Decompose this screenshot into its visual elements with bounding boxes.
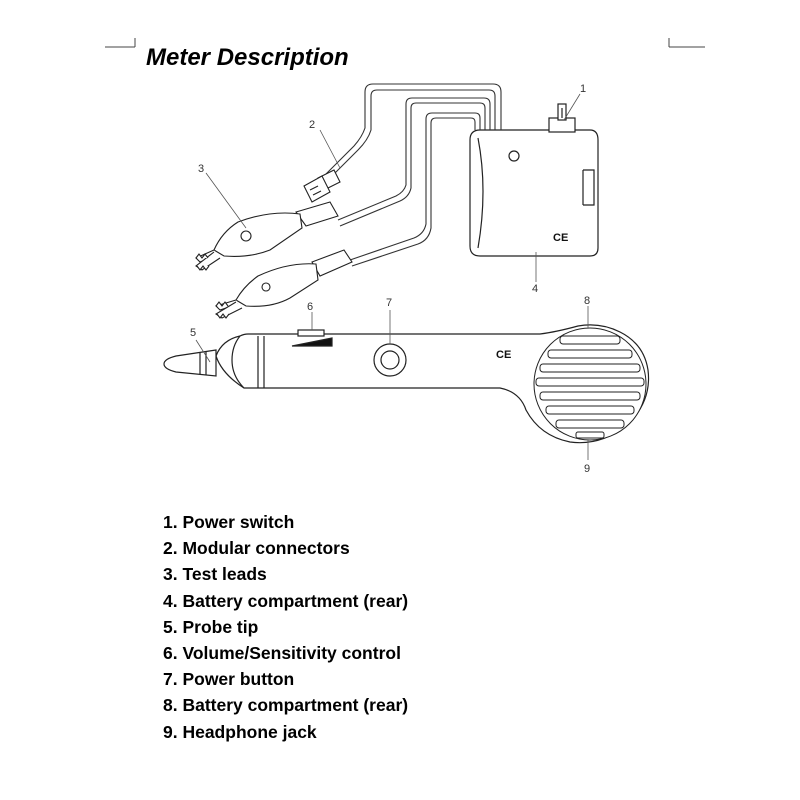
legend-item-battery-compartment-generator: 4. Battery compartment (rear) (163, 590, 409, 611)
callout-1: 1 (580, 83, 586, 95)
callout-leaders (195, 93, 589, 460)
callout-2: 2 (309, 119, 315, 131)
callout-5: 5 (190, 327, 196, 339)
legend-item-probe-tip: 5. Probe tip (163, 616, 259, 637)
callout-6: 6 (307, 301, 313, 313)
callout-8: 8 (584, 295, 590, 307)
alligator-clip-upper (195, 201, 339, 271)
probe-tip-icon (163, 349, 217, 377)
callout-4: 4 (532, 283, 538, 295)
tone-generator (469, 129, 599, 257)
volume-wedge-icon (291, 337, 333, 347)
speaker-grille (533, 327, 647, 441)
legend-item-power-switch: 1. Power switch (163, 512, 295, 532)
page-title: Meter Description (146, 44, 349, 71)
legend-item-modular-connectors: 2. Modular connectors (163, 538, 350, 559)
legend-item-power-button: 7. Power button (163, 669, 295, 690)
ce-mark-probe: CE (496, 349, 511, 361)
legend-item-test-leads: 3. Test leads (163, 564, 267, 585)
callout-3: 3 (198, 163, 204, 175)
legend-list: 1. Power switch 2. Modular connectors 3.… (163, 509, 408, 745)
volume-wheel-icon (297, 329, 325, 337)
power-switch-icon (548, 103, 576, 133)
legend-item-battery-compartment-probe: 8. Battery compartment (rear) (163, 695, 409, 716)
cables (325, 83, 502, 267)
crop-marks (105, 38, 705, 48)
callout-9: 9 (584, 463, 590, 475)
ce-mark-generator: CE (553, 232, 568, 244)
legend-item-headphone-jack: 9. Headphone jack (163, 721, 317, 742)
alligator-clip-lower (214, 249, 353, 319)
tone-generator-led (508, 150, 520, 162)
callout-7: 7 (386, 297, 392, 309)
callout-numbers: 1 2 3 4 5 6 7 8 9 (190, 83, 590, 475)
legend-item-volume-sensitivity: 6. Volume/Sensitivity control (163, 642, 401, 663)
modular-connector-icon (303, 169, 341, 203)
